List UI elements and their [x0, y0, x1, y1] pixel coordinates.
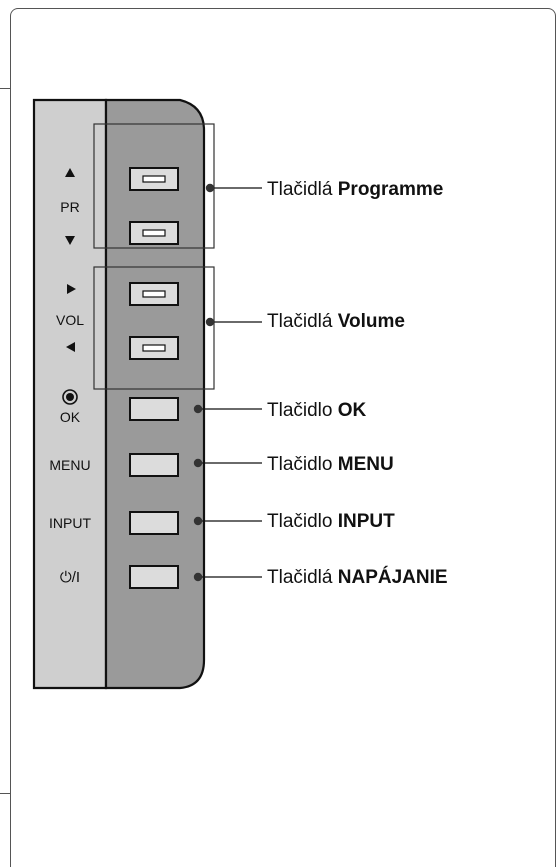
input-label: INPUT — [49, 515, 91, 531]
callout-programme-prefix: Tlačidlá — [267, 179, 338, 200]
menu-button[interactable] — [129, 453, 179, 477]
left-triangle-icon — [66, 342, 75, 352]
leader-ok — [193, 404, 262, 414]
programme-up-button[interactable] — [129, 167, 179, 191]
margin-tick-bottom — [0, 793, 10, 794]
callout-menu-prefix: Tlačidlo — [267, 454, 338, 475]
ok-dot-icon — [62, 389, 78, 405]
vol-label: VOL — [55, 312, 85, 328]
volume-up-button[interactable] — [129, 282, 179, 306]
callout-menu: Tlačidlo MENU — [267, 455, 394, 474]
leader-input — [193, 516, 262, 526]
leader-menu — [193, 458, 262, 468]
callout-ok: Tlačidlo OK — [267, 401, 366, 420]
ok-label: OK — [59, 409, 81, 425]
page-frame — [10, 8, 556, 867]
leader-programme — [205, 183, 262, 193]
callout-input-prefix: Tlačidlo — [267, 511, 338, 532]
margin-tick-top — [0, 88, 10, 89]
callout-input-bold: INPUT — [337, 511, 395, 532]
volume-down-button[interactable] — [129, 336, 179, 360]
power-label: ⏻/I — [59, 569, 81, 586]
power-button[interactable] — [129, 565, 179, 589]
callout-power: Tlačidlá NAPÁJANIE — [267, 568, 448, 587]
callout-volume-prefix: Tlačidlá — [267, 311, 338, 332]
callout-power-bold: NAPÁJANIE — [337, 567, 448, 588]
leader-power — [193, 572, 262, 582]
callout-programme: Tlačidlá Programme — [267, 180, 443, 199]
menu-label: MENU — [49, 457, 91, 473]
pr-label: PR — [60, 199, 80, 215]
callout-volume: Tlačidlá Volume — [267, 312, 405, 331]
callout-menu-bold: MENU — [337, 454, 394, 475]
programme-down-button[interactable] — [129, 221, 179, 245]
ok-button[interactable] — [129, 397, 179, 421]
callout-volume-bold: Volume — [337, 311, 405, 332]
volume-group-box — [93, 266, 215, 390]
input-button[interactable] — [129, 511, 179, 535]
callout-ok-bold: OK — [337, 400, 367, 421]
callout-programme-bold: Programme — [337, 179, 444, 200]
callout-ok-prefix: Tlačidlo — [267, 400, 338, 421]
leader-volume — [205, 317, 262, 327]
callout-power-prefix: Tlačidlá — [267, 567, 338, 588]
panel-button-strip — [104, 98, 206, 690]
right-triangle-icon — [67, 284, 76, 294]
programme-group-box — [93, 123, 215, 249]
callout-input: Tlačidlo INPUT — [267, 512, 395, 531]
down-triangle-icon — [65, 236, 75, 245]
up-triangle-icon — [65, 168, 75, 177]
